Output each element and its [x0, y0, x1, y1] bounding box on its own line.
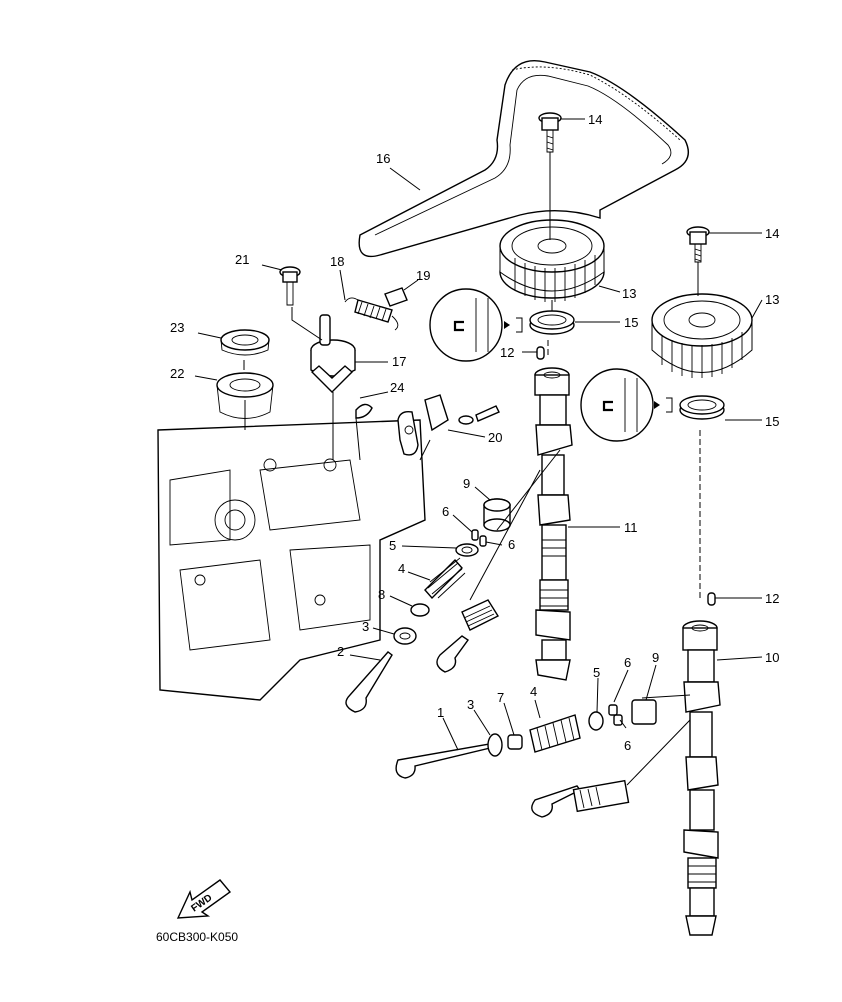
callout-6-d: 6 [624, 738, 631, 753]
camshaft-pulley-lower [651, 293, 753, 378]
callout-4-lower: 4 [530, 684, 537, 699]
callout-labels: 14 14 16 13 13 15 15 12 12 11 10 21 23 2… [170, 112, 779, 753]
bracket-20 [397, 394, 500, 456]
spring-retainer-5-lower [588, 711, 604, 731]
spring-18 [344, 297, 399, 331]
fwd-arrow-icon: FWD [176, 879, 232, 919]
callout-18: 18 [330, 254, 344, 269]
callout-5-upper: 5 [389, 538, 396, 553]
callout-8: 8 [378, 587, 385, 602]
callout-3-lower: 3 [467, 697, 474, 712]
valve-spring-4-upper [424, 557, 466, 600]
seal-detail-circle-lower [580, 368, 673, 442]
callout-4-upper: 4 [398, 561, 405, 576]
gear-22 [216, 372, 274, 419]
valve-assembly-lower [531, 779, 630, 818]
valve-spring-4-lower [529, 714, 581, 753]
callout-16: 16 [376, 151, 390, 166]
valve-stem-seal-7 [507, 734, 523, 750]
callout-1: 1 [437, 705, 444, 720]
diagram-code: 60CB300-K050 [156, 930, 238, 944]
valve-cotters-6-lower [608, 704, 623, 726]
callout-23: 23 [170, 320, 184, 335]
callout-15-upper: 15 [624, 315, 638, 330]
callout-12-lower: 12 [765, 591, 779, 606]
callout-12-upper: 12 [500, 345, 514, 360]
pulley-bolt-upper [538, 112, 562, 153]
callout-6-b: 6 [508, 537, 515, 552]
callout-11: 11 [624, 520, 638, 535]
tensioner-17 [310, 314, 356, 393]
valve-lifter-9-upper [483, 498, 511, 532]
callout-6-a: 6 [442, 504, 449, 519]
callout-10: 10 [765, 650, 779, 665]
callout-14-upper: 14 [588, 112, 602, 127]
valve-cotters-6-upper [471, 529, 487, 547]
callout-3-upper: 3 [362, 619, 369, 634]
oil-seal-upper [529, 310, 575, 335]
nut-23 [220, 329, 270, 356]
dowel-pin-lower [707, 592, 716, 606]
spring-seat-3-upper [393, 627, 417, 645]
pulley-bolt-lower [686, 226, 710, 263]
callout-13-lower: 13 [765, 292, 779, 307]
spring-seat-3-lower [487, 733, 503, 757]
callout-15-lower: 15 [765, 414, 779, 429]
valve-2 [345, 651, 393, 713]
callout-22: 22 [170, 366, 184, 381]
callout-24: 24 [390, 380, 404, 395]
callout-17: 17 [392, 354, 406, 369]
callout-5-lower: 5 [593, 665, 600, 680]
callout-21: 21 [235, 252, 249, 267]
valve-lifter-9-lower [631, 699, 657, 725]
spring-retainer-5-upper [455, 543, 479, 557]
callout-19: 19 [416, 268, 430, 283]
valve-assembly-upper [436, 599, 500, 673]
dowel-pin-upper [536, 346, 545, 360]
camshaft-10 [682, 620, 721, 936]
callout-2: 2 [337, 644, 344, 659]
callout-6-c: 6 [624, 655, 631, 670]
callout-20: 20 [488, 430, 502, 445]
timing-belt [358, 60, 689, 258]
callout-7: 7 [497, 690, 504, 705]
collar-19 [384, 287, 408, 307]
camshaft-11 [534, 367, 573, 681]
cylinder-head-block [157, 419, 426, 701]
callout-9-lower: 9 [652, 650, 659, 665]
callout-leaders [194, 118, 763, 751]
key-24 [355, 403, 373, 419]
callout-14-lower: 14 [765, 226, 779, 241]
valve-stem-seal-8 [410, 603, 430, 617]
bolt-21 [279, 266, 301, 306]
seal-detail-circle-upper [429, 288, 523, 362]
camshaft-pulley-upper [499, 219, 605, 302]
callout-9-upper: 9 [463, 476, 470, 491]
valve-1 [395, 743, 491, 779]
oil-seal-lower [679, 395, 725, 420]
callout-13-upper: 13 [622, 286, 636, 301]
